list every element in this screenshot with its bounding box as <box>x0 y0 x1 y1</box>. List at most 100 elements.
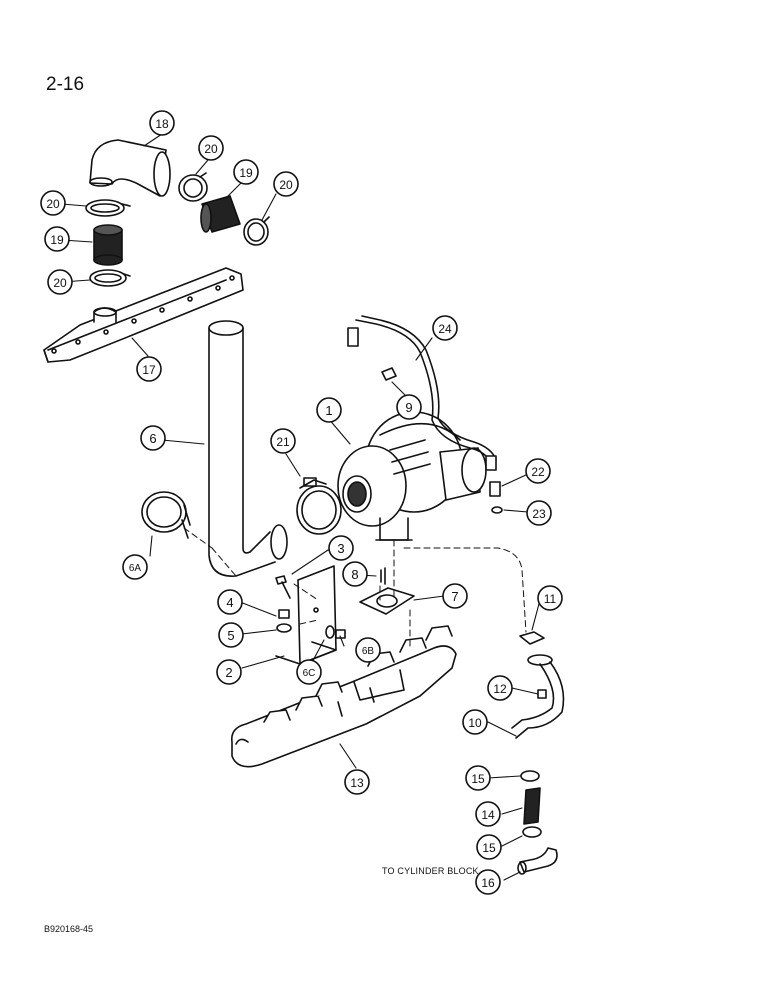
gasket <box>519 631 545 645</box>
callout: 20 <box>47 269 73 295</box>
leader-lines <box>61 133 541 881</box>
svg-text:6B: 6B <box>362 646 375 657</box>
gasket <box>359 587 415 615</box>
svg-text:20: 20 <box>279 178 293 192</box>
hose-clamp <box>522 826 542 838</box>
svg-text:6A: 6A <box>129 563 142 574</box>
pipe-clamp-ring <box>141 491 191 539</box>
hose-coupling <box>200 195 241 233</box>
washer <box>325 625 335 639</box>
callout: 7 <box>442 583 468 609</box>
washer <box>491 506 503 514</box>
svg-text:19: 19 <box>50 233 64 247</box>
hose-clamp <box>85 199 131 217</box>
support-bracket <box>275 565 337 665</box>
callout: 8 <box>342 561 368 587</box>
callout: 5 <box>218 622 244 648</box>
fitting <box>381 367 397 381</box>
svg-text:6C: 6C <box>303 668 316 679</box>
turbocharger <box>337 411 487 541</box>
exhaust-manifold <box>230 625 457 768</box>
page-number: 2-16 <box>46 74 85 95</box>
callout: 15 <box>465 765 491 791</box>
callout: 22 <box>525 458 551 484</box>
callout: 6C <box>296 659 322 685</box>
callout: 6A <box>122 554 148 580</box>
callout: 4 <box>217 589 243 615</box>
callout: 13 <box>344 769 370 795</box>
svg-text:17: 17 <box>142 363 156 377</box>
callout: 14 <box>475 801 501 827</box>
callout: 6B <box>355 637 381 663</box>
callout: 19 <box>233 159 259 185</box>
callout: 18 <box>149 110 175 136</box>
callout: 11 <box>537 585 563 611</box>
callout: 23 <box>526 500 552 526</box>
hose-clamp <box>178 172 208 202</box>
svg-text:24: 24 <box>438 322 452 336</box>
callout: 1 <box>316 397 342 423</box>
svg-text:16: 16 <box>481 876 495 890</box>
callout: 9 <box>396 394 422 420</box>
svg-text:8: 8 <box>351 567 358 582</box>
svg-text:20: 20 <box>46 197 60 211</box>
callout: 6 <box>140 425 166 451</box>
fitting <box>489 481 501 497</box>
svg-text:2: 2 <box>225 665 232 680</box>
hose-clamp <box>243 216 270 246</box>
svg-text:21: 21 <box>276 435 290 449</box>
elbow-hose <box>89 139 171 197</box>
v-band-clamp <box>296 477 342 535</box>
svg-text:6: 6 <box>149 431 156 446</box>
oil-return-hose <box>523 787 541 825</box>
destination-note: TO CYLINDER BLOCK <box>382 866 479 876</box>
hose-clamp <box>89 269 131 287</box>
svg-text:15: 15 <box>482 841 496 855</box>
svg-text:18: 18 <box>155 117 169 131</box>
callout: 10 <box>462 709 488 735</box>
washer <box>276 623 292 633</box>
bolt <box>275 575 291 599</box>
hose-clamp <box>520 770 540 782</box>
assembly-lines <box>183 527 527 651</box>
callout: 12 <box>487 675 513 701</box>
svg-text:3: 3 <box>337 541 344 556</box>
svg-text:7: 7 <box>451 589 458 604</box>
svg-text:22: 22 <box>531 465 545 479</box>
callout: 17 <box>136 356 162 382</box>
hose-coupling <box>93 224 123 266</box>
svg-text:15: 15 <box>471 772 485 786</box>
svg-text:19: 19 <box>239 166 253 180</box>
callout: 16 <box>475 869 501 895</box>
exhaust-pipe <box>208 320 288 577</box>
svg-text:14: 14 <box>481 808 495 822</box>
stud <box>380 567 386 585</box>
svg-text:23: 23 <box>532 507 546 521</box>
oil-supply-line <box>347 315 497 471</box>
svg-text:12: 12 <box>493 682 507 696</box>
callout: 20 <box>40 190 66 216</box>
nut <box>278 609 290 619</box>
intake-manifold <box>43 267 244 363</box>
svg-text:20: 20 <box>53 276 67 290</box>
callout: 20 <box>273 171 299 197</box>
callout: 15 <box>476 834 502 860</box>
svg-text:20: 20 <box>204 142 218 156</box>
svg-text:13: 13 <box>350 776 364 790</box>
callout: 20 <box>198 135 224 161</box>
svg-text:5: 5 <box>227 628 234 643</box>
callout: 24 <box>432 315 458 341</box>
figure-id: B920168-45 <box>44 924 94 934</box>
callout: 21 <box>270 428 296 454</box>
svg-text:4: 4 <box>226 595 233 610</box>
oil-return-tube <box>511 661 565 739</box>
elbow-tube <box>517 847 558 875</box>
svg-text:9: 9 <box>405 400 412 415</box>
callout: 3 <box>328 535 354 561</box>
svg-text:1: 1 <box>325 403 332 418</box>
svg-text:11: 11 <box>544 592 557 606</box>
svg-text:10: 10 <box>468 716 482 730</box>
callout: 19 <box>44 226 70 252</box>
callout: 2 <box>216 659 242 685</box>
